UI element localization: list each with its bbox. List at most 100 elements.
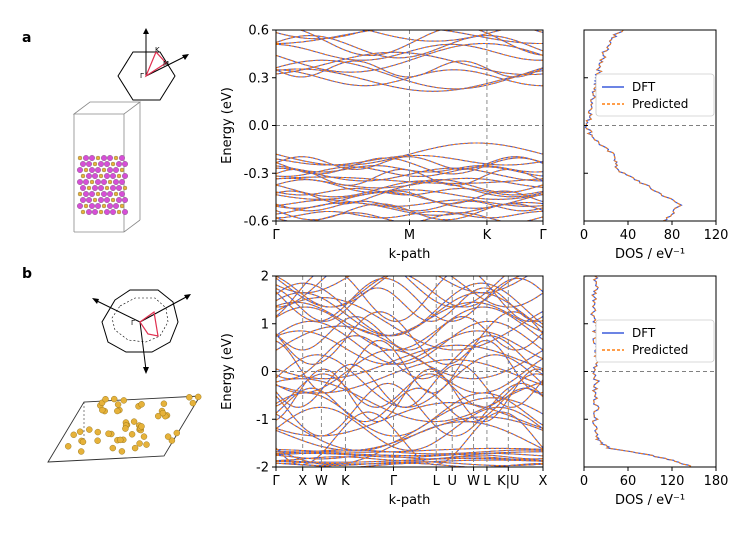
- gold-atom: [110, 395, 118, 403]
- dft-band-line: [276, 359, 543, 394]
- gold-atom: [160, 400, 168, 407]
- predicted-band-line: [276, 60, 543, 78]
- dft-band-line: [276, 189, 543, 200]
- pink-atom: [116, 197, 122, 203]
- gold-atom: [80, 209, 86, 215]
- pink-atom: [86, 197, 92, 203]
- gold-atom: [79, 438, 87, 446]
- gold-atom: [110, 161, 116, 167]
- y-tick-label: 0: [261, 365, 269, 380]
- predicted-band-line: [276, 35, 543, 59]
- pink-atom: [92, 185, 98, 191]
- y-tick-label: 2: [261, 270, 269, 285]
- pink-atom: [101, 179, 107, 185]
- gold-atom: [140, 433, 148, 440]
- pink-atom: [113, 167, 119, 173]
- pink-atom: [122, 173, 128, 179]
- pink-atom: [89, 167, 95, 173]
- gold-atom: [95, 191, 101, 197]
- dft-band-line: [276, 30, 543, 45]
- gold-atom: [143, 441, 150, 448]
- gold-atom: [105, 430, 112, 437]
- gold-atom: [113, 191, 119, 197]
- predicted-band-line: [276, 363, 543, 408]
- kpoint-label: U: [447, 474, 457, 489]
- predicted-band-line: [276, 416, 543, 451]
- y-tick-label: -0.3: [244, 167, 269, 182]
- predicted-dos-line: [590, 276, 692, 467]
- y-tick-label: 0.3: [248, 71, 269, 86]
- predicted-band-line: [276, 452, 543, 458]
- gold-atom: [136, 440, 143, 447]
- gold-atom: [64, 443, 72, 450]
- pink-atom: [83, 191, 89, 197]
- x-tick-label: 0: [580, 228, 588, 243]
- gold-atom: [98, 173, 104, 179]
- pink-atom: [104, 209, 110, 215]
- predicted-band-line: [276, 276, 506, 308]
- pink-atom: [98, 161, 104, 167]
- gold-atom: [83, 203, 89, 209]
- gold-atom: [138, 401, 145, 408]
- gold-atom: [130, 418, 138, 425]
- gold-atom: [114, 407, 121, 415]
- predicted-band-line: [276, 461, 543, 467]
- pink-atom: [89, 191, 95, 197]
- pink-atom: [101, 191, 107, 197]
- gold-atom: [83, 167, 89, 173]
- pink-atom: [80, 197, 86, 203]
- panel-b-label: b: [22, 266, 32, 282]
- gold-atom: [117, 436, 124, 444]
- crystal-cell-a: [72, 101, 142, 233]
- bz-truncated-octahedron-b: Γ: [92, 289, 191, 374]
- gold-atom: [119, 167, 125, 173]
- predicted-band-line: [276, 447, 543, 453]
- pink-atom: [119, 191, 125, 197]
- gold-atom: [120, 397, 128, 404]
- gold-atom: [70, 431, 77, 438]
- predicted-band-line: [276, 51, 543, 76]
- y-tick-label: 0.6: [248, 24, 269, 39]
- pink-atom: [101, 155, 107, 161]
- pink-atom: [104, 173, 110, 179]
- predicted-band-line: [276, 457, 543, 463]
- predicted-band-line: [276, 166, 543, 177]
- dft-band-line: [276, 306, 543, 351]
- x-tick-label: 120: [660, 474, 685, 489]
- pink-atom: [98, 185, 104, 191]
- kpoint-label: L: [433, 474, 441, 489]
- pink-atom: [77, 167, 83, 173]
- predicted-band-line: [276, 451, 543, 456]
- gold-atom: [107, 179, 113, 185]
- pink-atom: [86, 173, 92, 179]
- predicted-band-line: [276, 167, 543, 182]
- bz-hexagon-a: Γ K M: [117, 28, 189, 101]
- kpoint-label: X: [539, 474, 548, 489]
- pink-atom: [77, 203, 83, 209]
- x-tick-label: 120: [704, 228, 729, 243]
- gold-atom: [102, 396, 109, 403]
- svg-text:Γ: Γ: [140, 72, 144, 80]
- dft-band-line: [276, 282, 543, 337]
- pink-atom: [110, 209, 116, 215]
- gold-atom: [118, 448, 126, 455]
- pink-atom: [104, 161, 110, 167]
- kpoint-label: W: [315, 474, 328, 489]
- pink-atom: [95, 179, 101, 185]
- pink-atom: [77, 179, 83, 185]
- predicted-band-line: [276, 459, 543, 465]
- x-axis-label: DOS / eV⁻¹: [615, 493, 685, 508]
- predicted-band-line: [276, 378, 543, 423]
- pink-atom: [95, 203, 101, 209]
- pink-atom: [92, 209, 98, 215]
- pink-atom: [116, 161, 122, 167]
- gold-atom: [80, 173, 86, 179]
- x-axis-label: k-path: [389, 493, 431, 508]
- predicted-band-line: [276, 354, 543, 408]
- gold-atom: [89, 179, 95, 185]
- kpoint-label: Γ: [272, 474, 280, 489]
- dft-band-line: [276, 51, 543, 76]
